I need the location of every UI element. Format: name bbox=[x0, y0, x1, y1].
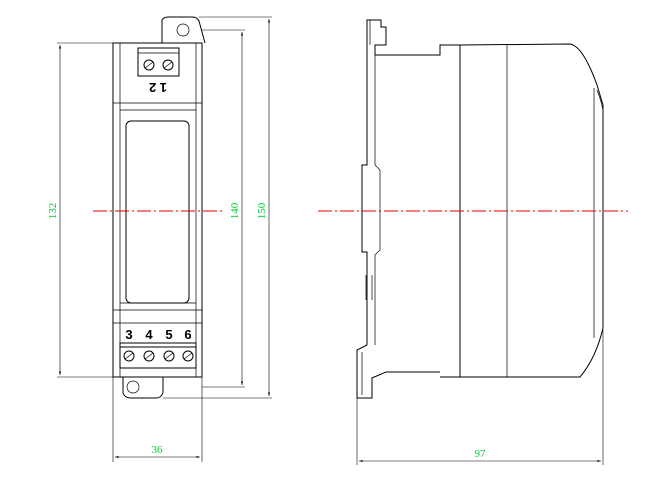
svg-text:132: 132 bbox=[47, 203, 59, 220]
side-din-rail-edge bbox=[361, 55, 368, 345]
terminal-label-5: 5 bbox=[165, 327, 172, 342]
side-top-clip bbox=[366, 19, 387, 55]
top-terminal-block bbox=[137, 47, 180, 77]
terminal-label-3: 3 bbox=[125, 327, 132, 342]
terminal-label-4: 4 bbox=[145, 327, 153, 342]
side-main-housing bbox=[459, 43, 604, 378]
side-rear-body bbox=[375, 44, 461, 378]
bottom-terminal-screw-5 bbox=[163, 350, 175, 362]
dimension-36: 36 bbox=[112, 377, 203, 462]
dimension-132: 132 bbox=[47, 42, 113, 378]
side-bottom-clip bbox=[356, 344, 440, 399]
top-mounting-ear bbox=[161, 16, 206, 44]
top-terminal-screw-1 bbox=[143, 59, 155, 71]
top-terminal-screw-2 bbox=[162, 59, 174, 71]
front-view: 1 2 3 4 5 6 bbox=[112, 16, 206, 399]
bottom-terminal-screw-3 bbox=[123, 350, 135, 362]
svg-text:36: 36 bbox=[152, 444, 164, 456]
svg-text:97: 97 bbox=[475, 448, 487, 460]
svg-text:140: 140 bbox=[229, 202, 241, 219]
bottom-terminal-screw-4 bbox=[143, 350, 155, 362]
dimension-140: 140 bbox=[202, 29, 245, 388]
display-window bbox=[125, 120, 190, 304]
top-mounting-hole bbox=[176, 23, 190, 37]
bottom-mounting-hole bbox=[126, 380, 140, 394]
bottom-terminal-screw-6 bbox=[182, 350, 194, 362]
bottom-mounting-ear bbox=[122, 377, 164, 399]
dimension-97: 97 bbox=[356, 330, 604, 465]
svg-text:150: 150 bbox=[256, 202, 268, 219]
terminal-label-6: 6 bbox=[184, 327, 191, 342]
front-body-outline bbox=[112, 42, 203, 378]
top-terminal-label: 1 2 bbox=[149, 80, 167, 95]
dimension-150: 150 bbox=[163, 16, 272, 399]
side-view bbox=[356, 19, 604, 399]
